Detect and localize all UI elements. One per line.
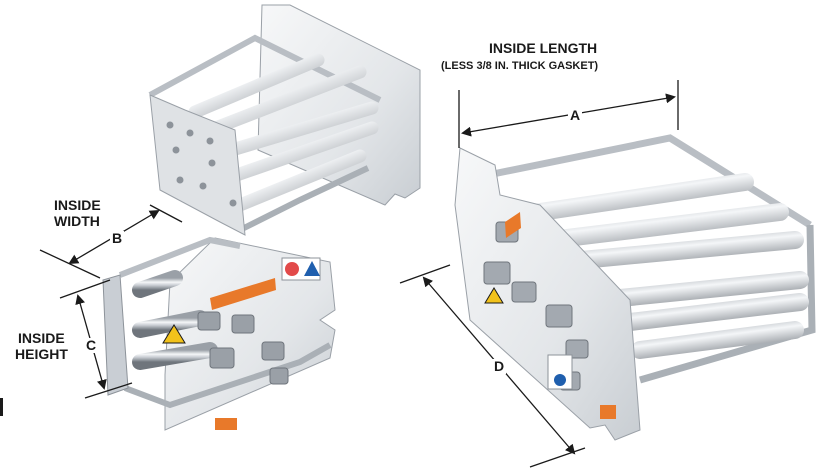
info-icon — [554, 374, 566, 386]
extension-line — [399, 264, 451, 284]
dimension-label-a: A — [568, 107, 583, 123]
caution-triangle-icon — [162, 324, 186, 344]
magnet-rod — [132, 342, 218, 370]
magnet-rod — [591, 271, 809, 309]
warning-label — [505, 212, 521, 238]
extension-line — [39, 249, 101, 279]
magnet-rod — [631, 321, 804, 359]
extension-line — [529, 447, 586, 468]
edge-mark — [0, 398, 3, 416]
warning-label — [210, 278, 276, 310]
magnet-rod — [188, 53, 325, 119]
grate-magnet-top-view — [148, 4, 421, 236]
dimension-label-b: B — [110, 230, 125, 246]
end-plate — [454, 147, 641, 441]
magnet-rod — [551, 231, 804, 271]
pacemaker-warning-icon — [285, 262, 299, 276]
magnet-rod — [132, 270, 183, 298]
magnet-rod — [621, 293, 809, 331]
extension-line — [149, 204, 183, 223]
dimension-label-d: D — [492, 358, 507, 374]
warning-tag — [600, 405, 616, 419]
inside-width-line2: WIDTH — [54, 213, 100, 229]
inside-length-title: INSIDE LENGTH — [489, 40, 598, 56]
magnet-rod — [198, 65, 367, 139]
front-plate — [149, 94, 246, 236]
magnet-rod — [221, 121, 379, 185]
frame-top — [487, 134, 812, 228]
inside-width-line1: INSIDE — [54, 197, 101, 213]
grate-magnet-end-view — [102, 236, 336, 431]
gasket-note: (LESS 3/8 IN. THICK GASKET) — [441, 60, 599, 72]
extension-line — [59, 279, 111, 299]
magnet-rod — [132, 310, 208, 338]
magnet-rod — [233, 149, 367, 212]
frame-right — [639, 224, 816, 384]
extension-line — [84, 382, 133, 399]
magnet-rod — [541, 203, 789, 249]
warning-tag — [215, 418, 237, 430]
info-icon — [304, 261, 320, 276]
side-plate — [102, 274, 129, 396]
frame-bottom — [123, 342, 332, 409]
magnet-rod — [531, 173, 754, 221]
inside-height-line2: HEIGHT — [15, 346, 68, 362]
grate-magnet-large-view — [454, 134, 816, 441]
dimension-label-c: C — [84, 337, 99, 353]
inside-height-line1: INSIDE — [18, 330, 65, 346]
frame-bottom — [238, 165, 370, 233]
